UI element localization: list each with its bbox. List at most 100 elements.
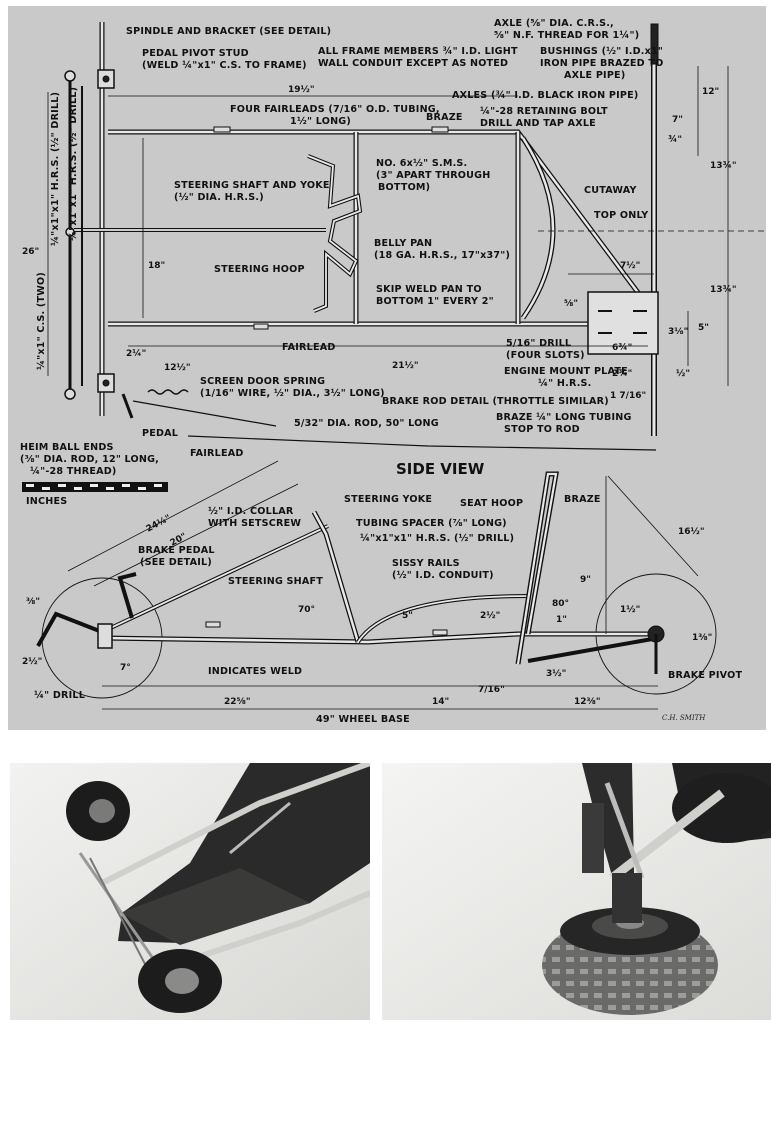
label-sms-2: (3" APART THROUGH — [376, 170, 490, 181]
label-rod-532: 5/32" DIA. ROD, 50" LONG — [294, 418, 439, 429]
dim-3-5-8: 3⅛" — [668, 327, 688, 337]
screen-door-spring — [147, 389, 189, 395]
top-view — [22, 22, 766, 492]
label-skip-weld-2: BOTTOM 1" EVERY 2" — [376, 296, 494, 307]
label-bushings-2: IRON PIPE BRAZED TO — [540, 58, 663, 69]
dim-14: 14" — [432, 697, 449, 707]
label-drill-slots-2: (FOUR SLOTS) — [506, 350, 585, 361]
label-hrs-drill: ¼"x1"x1" H.R.S. (½" DRILL) — [360, 532, 514, 544]
dim-7-5: 7½" — [620, 260, 640, 271]
dim-3-8: ⅜" — [26, 597, 40, 607]
label-pedal: PEDAL — [142, 428, 178, 439]
label-axles: AXLES (¾" I.D. BLACK IRON PIPE) — [452, 90, 638, 101]
label-braze-tubing-2: STOP TO ROD — [504, 424, 580, 435]
dim-70: 70° — [298, 605, 315, 615]
dim-3-4: ¾" — [668, 135, 682, 145]
dim-1-3-8: 1⅜" — [692, 633, 712, 643]
dim-7: 7" — [672, 115, 683, 125]
label-skip-weld-1: SKIP WELD PAN TO — [376, 284, 482, 295]
dim-2-75: 2¾" — [612, 369, 632, 379]
label-engine-plate-1: ENGINE MOUNT PLATE — [504, 366, 628, 377]
label-braze-tubing-1: BRAZE ¼" LONG TUBING — [496, 411, 632, 423]
label-brake-pivot: BRAKE PIVOT — [668, 670, 742, 681]
label-frame-note-1: ALL FRAME MEMBERS ¾" I.D. LIGHT — [318, 46, 518, 57]
pedal-arm — [121, 393, 134, 419]
brake-pedal — [117, 572, 137, 619]
label-heim-1: HEIM BALL ENDS — [20, 442, 114, 453]
label-bushings-1: BUSHINGS (½" I.D.x1" — [540, 46, 663, 57]
brake-rod — [187, 435, 657, 451]
dim-2-5b: 2½" — [22, 656, 42, 667]
dim-1: 1" — [556, 615, 567, 625]
label-tubing-spacer: TUBING SPACER (⅞" LONG) — [356, 518, 507, 529]
label-steering-yoke: STEERING YOKE — [344, 494, 432, 505]
label-sissy-2: (½" I.D. CONDUIT) — [392, 570, 494, 581]
label-fairlead-low: FAIRLEAD — [190, 448, 244, 459]
side-dimension-lines — [67, 460, 699, 710]
dim-5b: 5" — [402, 611, 413, 621]
dim-21-5: 21½" — [392, 360, 419, 371]
label-side-view: SIDE VIEW — [396, 460, 485, 478]
dim-7deg: 7° — [120, 663, 131, 673]
dim-12-3-8: 12⅜" — [574, 697, 601, 707]
label-steering-hoop: STEERING HOOP — [214, 264, 305, 275]
dim-12: 12" — [702, 87, 719, 97]
dim-1-7-16: 1 7/16" — [610, 391, 646, 401]
label-sissy-1: SISSY RAILS — [392, 558, 460, 569]
label-screen-spring-2: (1/16" WIRE, ½" DIA., 3½" LONG) — [200, 388, 385, 399]
dim-26: 26" — [22, 247, 39, 257]
dim-24-25: 24¼" — [144, 512, 173, 534]
label-heim-3: ¼"-28 THREAD) — [30, 465, 117, 477]
frame-rails — [108, 129, 651, 327]
heim-ball-top — [64, 70, 76, 82]
label-brake-pedal-2: (SEE DETAIL) — [140, 557, 212, 568]
front-spindle-side — [97, 623, 113, 649]
label-top-only: TOP ONLY — [594, 210, 649, 221]
label-bushings-3: AXLE PIPE) — [564, 70, 625, 81]
dim-22-5-8: 22⅝" — [224, 697, 251, 707]
label-retaining-2: DRILL AND TAP AXLE — [480, 118, 596, 129]
label-steering-shaft-yoke-1: STEERING SHAFT AND YOKE — [174, 180, 330, 191]
label-drill-slots-1: 5/16" DRILL — [506, 338, 571, 349]
dim-18: 18" — [148, 261, 165, 271]
label-fairleads-1: FOUR FAIRLEADS (7/16" O.D. TUBING, — [230, 104, 440, 115]
label-frame-note-2: WALL CONDUIT EXCEPT AS NOTED — [318, 58, 508, 69]
rear-wheel-closeup-photo — [382, 763, 771, 1020]
label-left-vert-1: ¼"x1"x1" H.R.S. (½" DRILL) — [49, 92, 61, 246]
drawing-svg: SPINDLE AND BRACKET (SEE DETAIL) PEDAL P… — [20, 18, 766, 725]
label-sms-1: NO. 6x½" S.M.S. — [376, 158, 467, 169]
side-view — [36, 460, 717, 710]
dim-13-75-bot: 13¾" — [710, 285, 737, 295]
signature: C.H. SMITH — [662, 714, 706, 722]
label-fairlead-mid: FAIRLEAD — [282, 342, 336, 353]
label-screen-spring-1: SCREEN DOOR SPRING — [200, 376, 325, 387]
dim-1-5: 1½" — [620, 604, 640, 615]
dim-12-5: 12½" — [164, 362, 191, 373]
label-left-vert-3: ¼"x1" C.S. (TWO) — [35, 272, 47, 370]
label-fairleads-2: 1½" LONG) — [290, 116, 351, 127]
label-pedal-pivot-1: PEDAL PIVOT STUD — [142, 48, 249, 59]
dim-3-5: 3½" — [546, 668, 566, 679]
dim-7-16: 7/16" — [478, 685, 505, 695]
label-axle-2: ⅝" N.F. THREAD FOR 1¼") — [494, 29, 639, 41]
dim-19-5: 19½" — [288, 84, 315, 95]
label-spindle-bracket: SPINDLE AND BRACKET (SEE DETAIL) — [126, 26, 331, 37]
label-steering-shaft: STEERING SHAFT — [228, 576, 323, 587]
label-brake-rod-detail: BRAKE ROD DETAIL (THROTTLE SIMILAR) — [382, 396, 609, 407]
dim-2-5: 2½" — [480, 610, 500, 621]
dim-16-5: 16½" — [678, 526, 705, 537]
label-collar-1: ½" I.D. COLLAR — [208, 506, 294, 517]
label-inches: INCHES — [26, 496, 67, 507]
labels-layer: SPINDLE AND BRACKET (SEE DETAIL) PEDAL P… — [20, 18, 742, 725]
dim-80: 80° — [552, 599, 569, 609]
label-steering-shaft-yoke-2: (½" DIA. H.R.S.) — [174, 192, 264, 203]
label-pedal-pivot-2: (WELD ¼"x1" C.S. TO FRAME) — [142, 59, 307, 71]
label-heim-2: (⅜" DIA. ROD, 12" LONG, — [20, 454, 159, 465]
label-belly-pan-1: BELLY PAN — [374, 238, 432, 249]
label-braze-top: BRAZE — [426, 112, 463, 123]
dim-6-75: 6¾" — [612, 343, 632, 353]
inch-scale — [22, 482, 168, 492]
label-left-vert-2: ¼"x1"x1" H.R.S. (½" DRILL) — [67, 87, 79, 241]
engine-mount-plate — [587, 291, 659, 355]
label-collar-2: WITH SETSCREW — [208, 518, 301, 529]
